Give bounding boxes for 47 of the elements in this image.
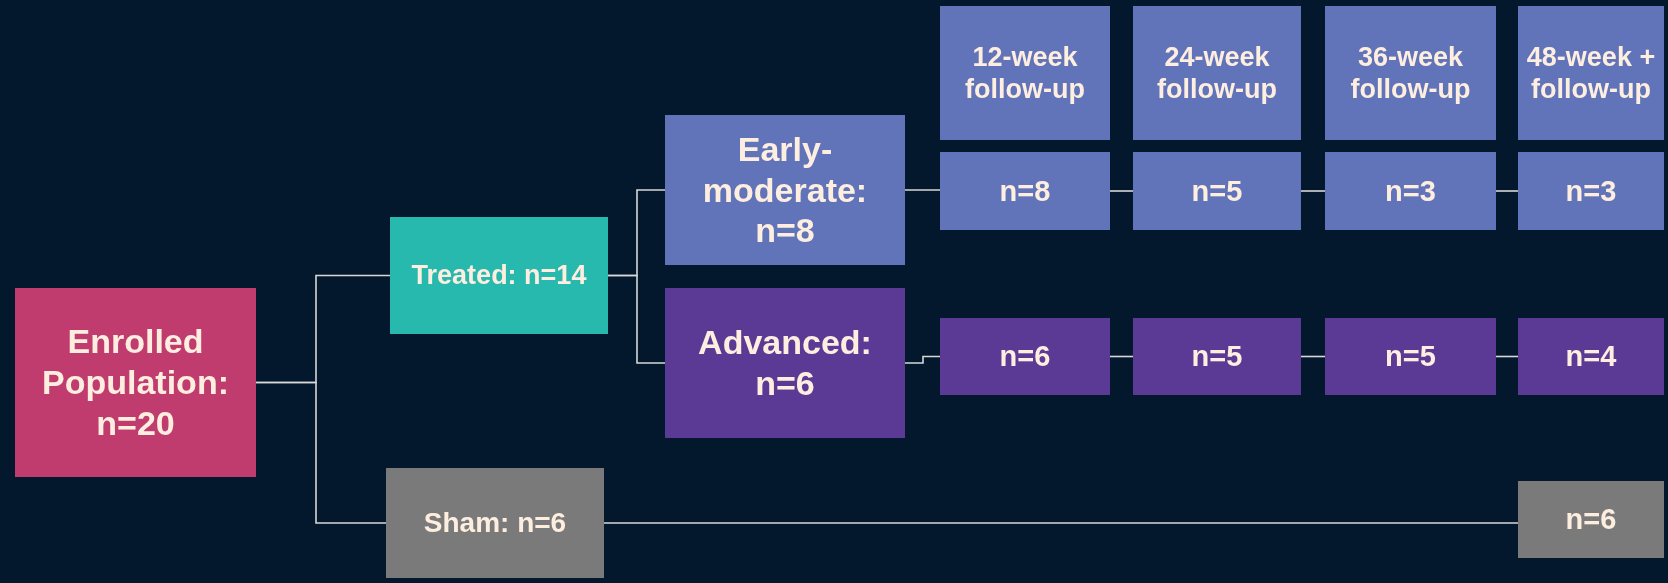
- node-label: Early-moderate: n=8: [701, 128, 869, 252]
- node-label: 36-week follow-up: [1349, 40, 1472, 106]
- node-label: n=5: [1385, 339, 1436, 374]
- group-box: [15, 288, 256, 477]
- node-label: n=5: [1191, 339, 1243, 374]
- connector-line: [1109, 355, 1134, 358]
- count-box: [1518, 318, 1664, 395]
- node-label: n=3: [1385, 173, 1436, 209]
- node-label: 48-week + follow-up: [1526, 40, 1656, 106]
- group-box: [386, 468, 604, 578]
- timepoint-header-box: [940, 6, 1110, 140]
- count-box: [940, 152, 1110, 230]
- count-box: [1518, 481, 1664, 558]
- connector-line: [607, 274, 666, 364]
- connector-line: [904, 189, 941, 191]
- node-label: 24-week follow-up: [1156, 40, 1278, 106]
- count-box: [1518, 152, 1664, 230]
- group-box: [665, 288, 905, 438]
- count-box: [1325, 152, 1496, 230]
- node-label: n=5: [1191, 173, 1243, 209]
- group-box: [390, 217, 608, 334]
- count-box: [1133, 152, 1301, 230]
- timepoint-header-box: [1325, 6, 1496, 140]
- count-box: [940, 318, 1110, 395]
- node-label: n=4: [1565, 339, 1617, 374]
- node-label: Treated: n=14: [411, 259, 587, 292]
- node-label: Enrolled Population: n=20: [41, 321, 230, 444]
- connector-line: [603, 522, 1519, 524]
- count-box: [1325, 318, 1496, 395]
- node-label: n=8: [999, 173, 1051, 209]
- timepoint-header-box: [1133, 6, 1301, 140]
- connector-line: [1300, 190, 1326, 192]
- connector-line: [1109, 190, 1134, 192]
- node-label: n=6: [1565, 502, 1617, 537]
- group-box: [665, 115, 905, 265]
- node-label: n=3: [1565, 173, 1617, 209]
- count-box: [1133, 318, 1301, 395]
- node-label: Advanced: n=6: [697, 322, 873, 404]
- node-label: Sham: n=6: [423, 506, 567, 540]
- connector-line: [1495, 190, 1519, 192]
- connector-line: [1495, 355, 1519, 358]
- connector-line: [904, 355, 941, 364]
- timepoint-header-box: [1518, 6, 1664, 140]
- connector-line: [1300, 355, 1326, 358]
- node-label: 12-week follow-up: [964, 40, 1086, 106]
- connector-line: [255, 381, 387, 524]
- node-label: n=6: [999, 339, 1051, 374]
